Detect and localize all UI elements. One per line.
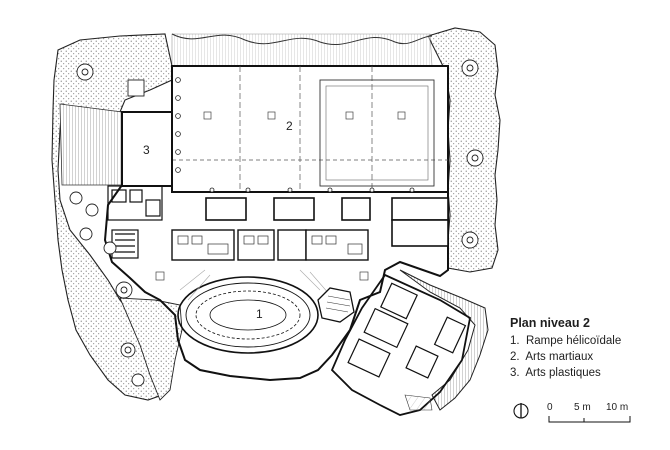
tree-symbol-icon xyxy=(69,59,484,387)
room-label-3: 3 xyxy=(143,143,150,157)
building-outline xyxy=(103,65,449,382)
room-label-2: 2 xyxy=(286,119,293,133)
top-wave xyxy=(171,33,433,45)
scale-label-5: 5 m xyxy=(574,402,591,413)
legend-item-1: 1. Rampe hélicoïdale xyxy=(510,335,622,347)
scale-label-0: 0 xyxy=(547,402,553,413)
stair-core xyxy=(317,287,355,323)
north-arrow-icon xyxy=(513,403,529,419)
room-label-1: 1 xyxy=(256,307,263,321)
south-east-wing xyxy=(330,273,472,416)
scale-ruler xyxy=(548,416,631,423)
legend: Plan niveau 2 1. Rampe hélicoïdale 2. Ar… xyxy=(510,316,670,381)
landscape-west xyxy=(51,33,173,401)
martial-arts-hall xyxy=(171,65,449,193)
top-strip xyxy=(171,33,433,67)
column-marks xyxy=(175,77,415,193)
rooms-row xyxy=(205,197,449,247)
scale-label-10: 10 m xyxy=(606,402,628,413)
landscape-south-west xyxy=(119,297,183,401)
scale-bar: 0 5 m 10 m xyxy=(513,402,631,423)
legend-item-3: 3. Arts plastiques xyxy=(510,367,601,379)
legend-item-2: 2. Arts martiaux xyxy=(510,351,594,363)
terrace-hatch xyxy=(59,103,123,186)
helical-ramp xyxy=(177,276,319,354)
wing-rooms xyxy=(347,282,467,379)
legend-title: Plan niveau 2 xyxy=(510,316,590,330)
changing-rooms xyxy=(171,229,369,261)
visual-arts-room xyxy=(121,111,173,187)
service-block-west xyxy=(107,185,163,259)
landscape-east xyxy=(427,27,501,273)
